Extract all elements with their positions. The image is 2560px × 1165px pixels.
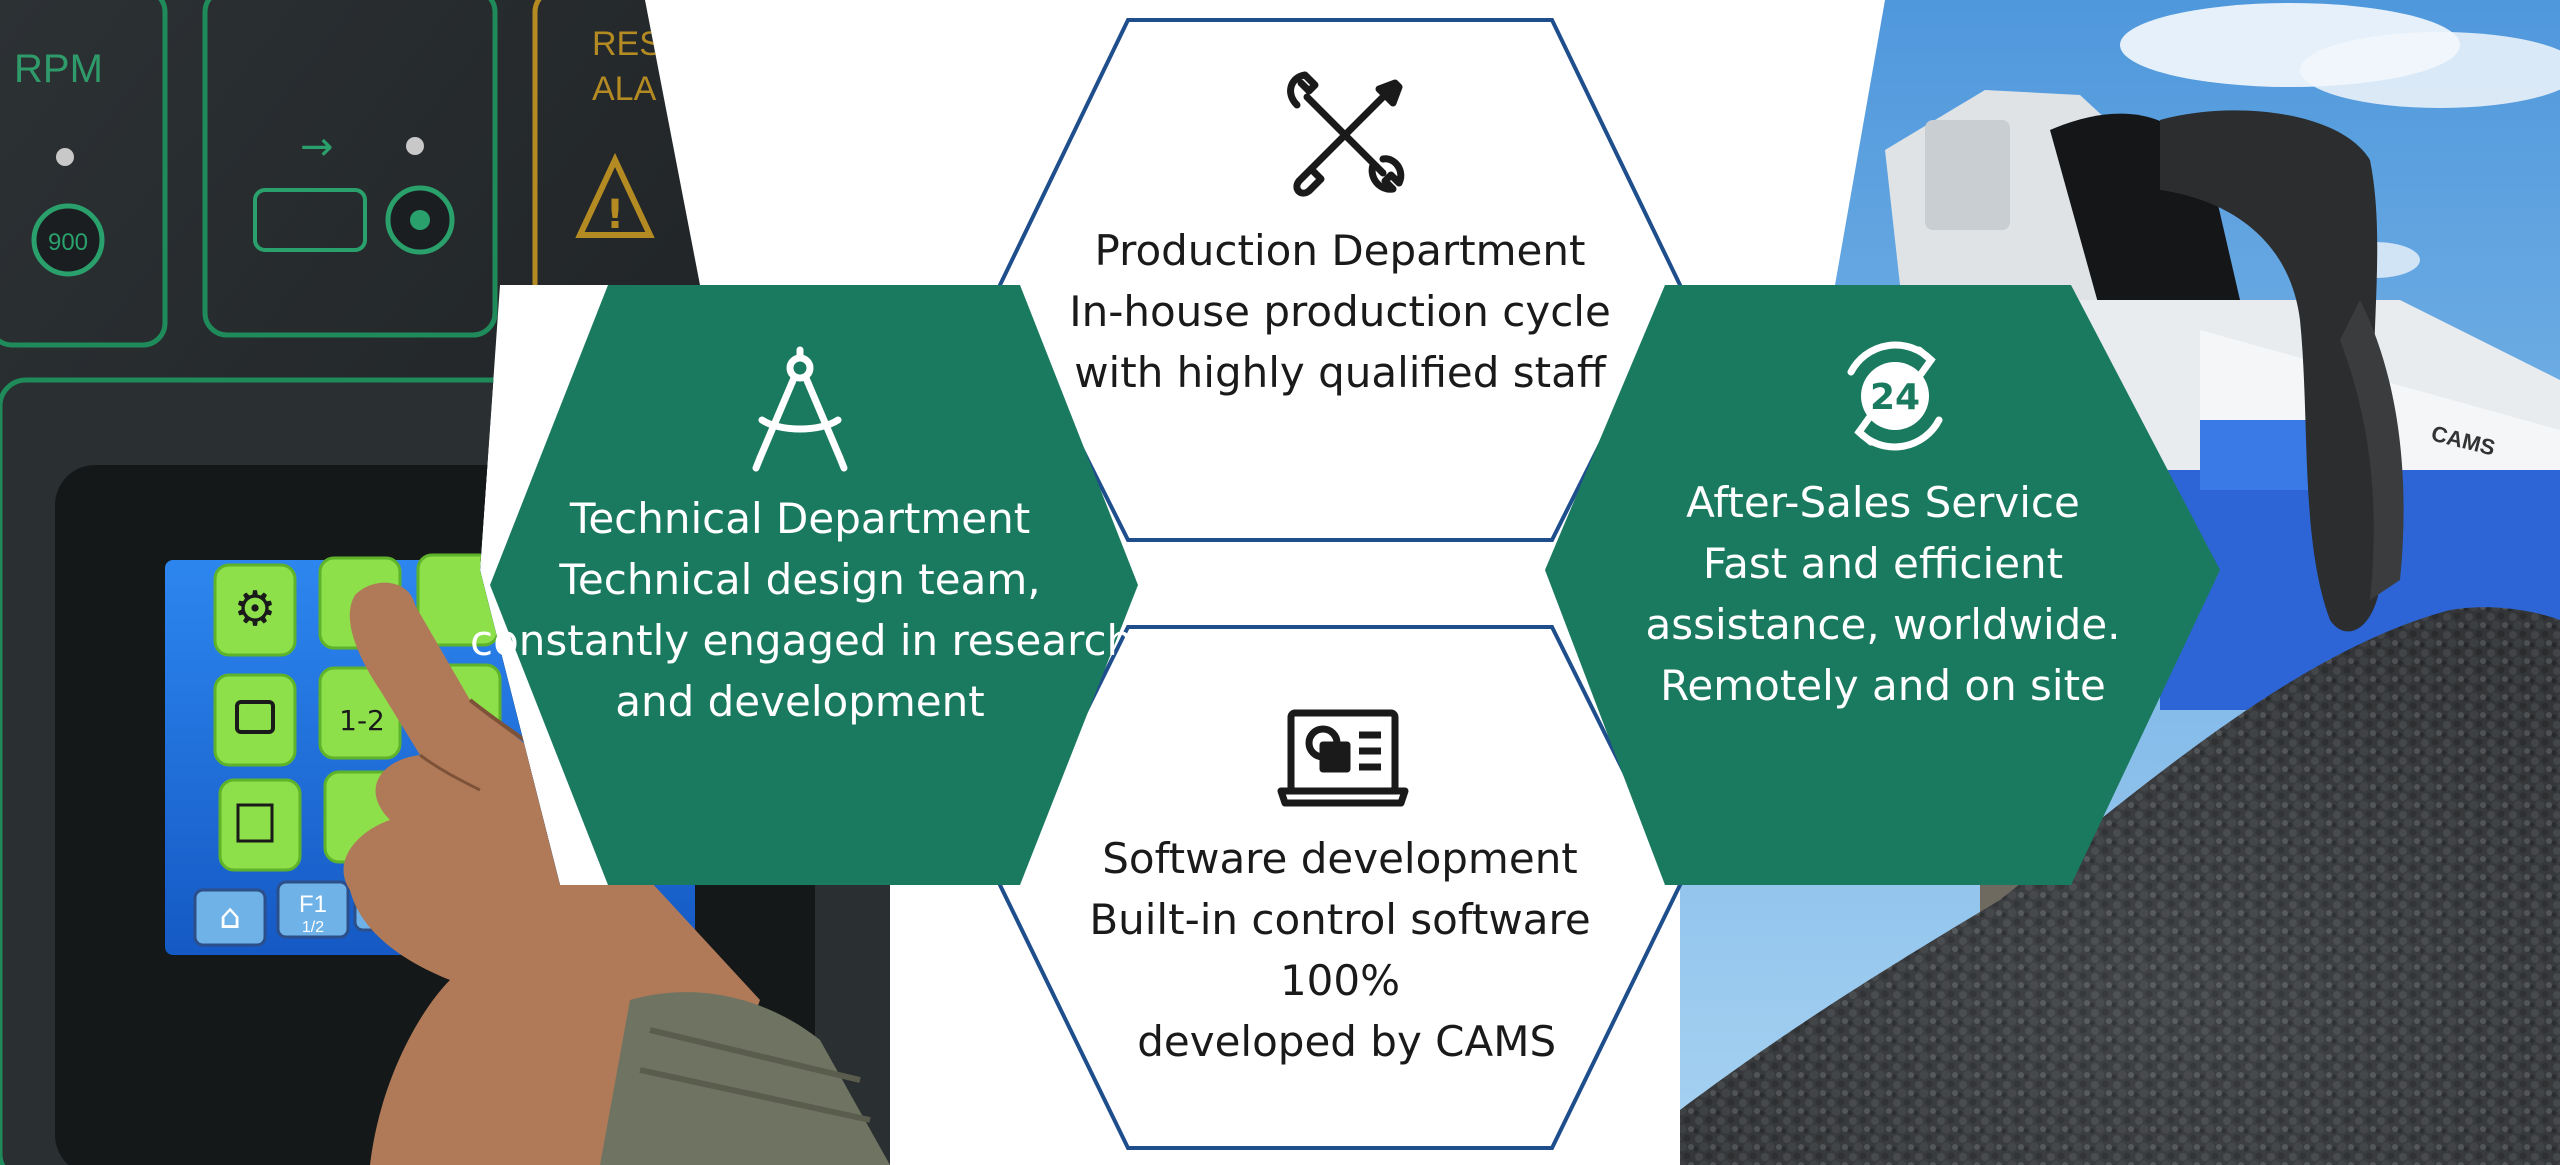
svg-text:1/2: 1/2 — [302, 919, 324, 936]
after-sales-title: After-Sales Service — [1686, 478, 2080, 527]
production-line-2: with highly qualified staff — [1074, 348, 1606, 397]
compass-icon — [752, 346, 848, 472]
hexagon-after-sales — [1545, 285, 2220, 885]
svg-text:⚙: ⚙ — [233, 581, 276, 637]
svg-text:!: ! — [606, 192, 624, 238]
svg-text:RPM: RPM — [14, 47, 103, 91]
technical-title: Technical Department — [569, 494, 1031, 543]
svg-text:900: 900 — [48, 229, 88, 256]
technical-line-1: Technical design team, — [559, 555, 1041, 604]
software-line-1: Built-in control software — [1089, 895, 1591, 944]
hand-photo-detail — [343, 582, 890, 1165]
after-sales-line-1: Fast and efficient — [1702, 539, 2064, 588]
svg-text:⌂: ⌂ — [219, 897, 241, 937]
production-line-1: In-house production cycle — [1069, 287, 1611, 336]
svg-text:24: 24 — [1870, 377, 1920, 418]
24h-service-icon: 24 — [1847, 341, 1943, 451]
software-line-3: developed by CAMS — [1123, 1017, 1557, 1066]
after-sales-line-3: Remotely and on site — [1660, 661, 2106, 710]
svg-text:1-2: 1-2 — [339, 704, 385, 737]
production-text-block: Production Department In-house productio… — [1040, 220, 1640, 403]
tools-icon — [1287, 71, 1405, 197]
svg-text:RES: RES — [592, 25, 662, 63]
software-title: Software development — [1102, 834, 1578, 883]
svg-text:ALA: ALA — [592, 70, 657, 108]
monitor-software-icon — [1277, 709, 1409, 807]
after-sales-line-2: assistance, worldwide. — [1645, 600, 2121, 649]
svg-text:→: → — [300, 124, 334, 170]
hexagon-technical — [490, 285, 1138, 885]
after-sales-text-block: After-Sales Service Fast and efficient a… — [1578, 472, 2188, 716]
svg-text:F1: F1 — [299, 891, 327, 918]
software-text-block: Software development Built-in control so… — [1040, 828, 1640, 1072]
technical-line-2: constantly engaged in research — [470, 616, 1134, 665]
production-title: Production Department — [1094, 226, 1586, 275]
software-line-2: 100% — [1279, 956, 1401, 1005]
technical-text-block: Technical Department Technical design te… — [470, 488, 1134, 732]
technical-line-3: and development — [615, 677, 985, 726]
